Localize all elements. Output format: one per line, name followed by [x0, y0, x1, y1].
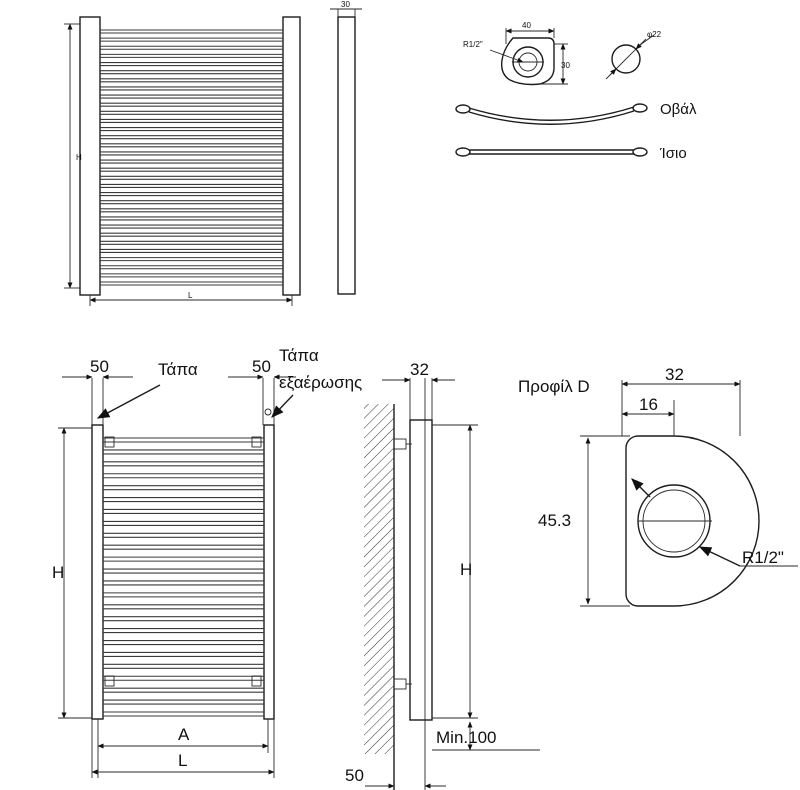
front-axis-label: A [178, 725, 190, 744]
air-vent-plug [264, 408, 272, 416]
profile-thread-arrow-in [631, 478, 651, 498]
flange-thread-leader [489, 49, 524, 63]
profile-outline [625, 435, 760, 607]
flange-height-label: 30 [561, 61, 570, 70]
side-bracket-top [393, 438, 407, 450]
side-bracket-bottom [393, 678, 407, 690]
front-view: 50 50 Τάπα Τάπα εξαέρωσης H A L [52, 346, 362, 778]
top-front-left-column [79, 16, 101, 296]
profile-title: Προφίλ D [518, 377, 590, 396]
straight-bar-end-right [632, 147, 648, 157]
side-view: 32 H Min.100 50 [345, 360, 540, 790]
straight-variant-label: Ίσιο [659, 145, 687, 162]
tube-section: φ22 [605, 30, 662, 80]
front-right-offset-label: 50 [252, 357, 271, 376]
side-radiator-column [409, 419, 433, 721]
floor-min-label: Min.100 [436, 728, 496, 747]
plug-leader [96, 384, 161, 419]
tube-diameter-leader [639, 34, 655, 46]
front-total-label: L [178, 751, 187, 770]
top-side-depth-label: 30 [341, 0, 350, 9]
front-left-offset-label: 50 [90, 357, 109, 376]
flange-detail: 40 30 R1/2" [463, 21, 570, 86]
front-bracket [104, 436, 115, 448]
wall-hatch [364, 404, 394, 754]
straight-bar-end-left [455, 147, 471, 157]
top-side-column [337, 16, 356, 295]
oval-bar-end-left [455, 104, 471, 114]
front-bracket [251, 436, 262, 448]
profile-height-label: 45.3 [538, 511, 571, 530]
front-left-column [91, 424, 104, 720]
oval-bar-curve-bottom [468, 110, 635, 125]
front-bracket [104, 675, 115, 687]
top-side-view: 30 [330, 0, 362, 295]
front-bars [103, 437, 264, 717]
oval-variant-label: Οβάλ [660, 101, 697, 118]
bar-variants: Οβάλ Ίσιο [455, 101, 697, 162]
front-bracket [251, 675, 262, 687]
tube-diameter-arrow [605, 68, 617, 80]
plug-label: Τάπα [158, 360, 198, 379]
profile-width-label: 32 [665, 365, 684, 384]
tube-circle [611, 44, 641, 74]
profile-thread-leader [698, 546, 741, 567]
top-front-right-column [282, 16, 301, 296]
flange-width-label: 40 [522, 21, 531, 30]
profile-d: Προφίλ D 32 16 45.3 R1/2" [518, 365, 798, 607]
oval-bar-curve-top [468, 106, 635, 121]
flange-outline [500, 37, 555, 86]
top-front-view: H L [64, 16, 301, 306]
top-front-height-label: H [76, 153, 82, 162]
side-depth-label: 32 [410, 360, 429, 379]
vent-plug-label-1: Τάπα [279, 346, 319, 365]
tube-diameter-label: φ22 [647, 30, 662, 39]
wall-offset-label: 50 [345, 766, 364, 785]
flange-thread-label: R1/2" [463, 40, 483, 49]
front-height-label: H [52, 563, 64, 582]
profile-half-label: 16 [639, 395, 658, 414]
front-right-column [263, 424, 275, 720]
profile-thread-label: R1/2" [742, 548, 784, 567]
side-height-label: H [460, 560, 472, 579]
vent-plug-label-2: εξαέρωσης [279, 373, 362, 392]
oval-bar-end-right [632, 103, 648, 113]
top-front-bars [100, 29, 283, 286]
top-front-width-label: L [188, 291, 193, 300]
vent-plug-leader [271, 394, 294, 418]
